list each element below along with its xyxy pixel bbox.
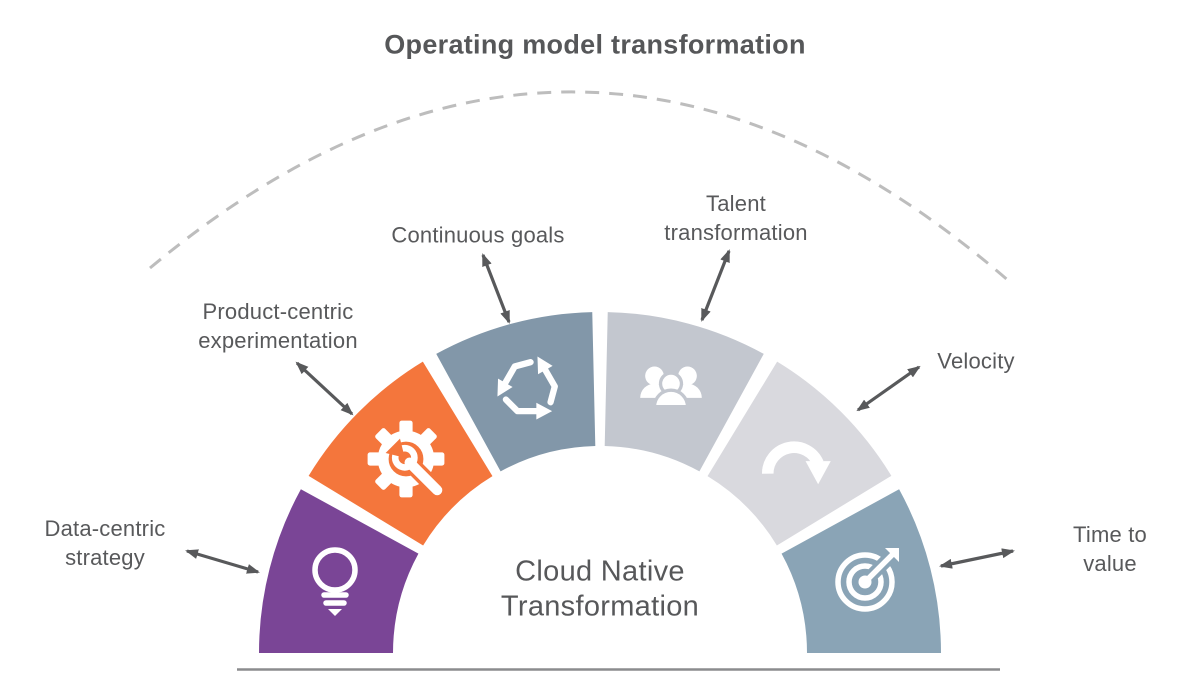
people-icon — [640, 366, 702, 409]
segment-time-to-value — [781, 489, 941, 653]
label-continuous-goals: Continuous goals — [391, 222, 565, 248]
connector-arrow-talent-transformation — [700, 249, 731, 322]
connector-arrow-product-centric-experimentation — [295, 361, 354, 416]
label-time-to-value: Time to value — [1073, 521, 1147, 576]
connector-arrow-continuous-goals — [481, 253, 511, 324]
dashed-arc — [149, 90, 1011, 284]
label-product-centric-experimentation: Product-centric experimentation — [198, 298, 358, 353]
center-label: Cloud Native Transformation — [500, 555, 700, 623]
label-velocity: Velocity — [937, 348, 1015, 374]
diagram-title: Operating model transformation — [384, 29, 806, 60]
connector-arrow-velocity — [856, 365, 921, 412]
rotate-arrow-icon — [761, 441, 831, 485]
gear-wrench-icon — [367, 420, 447, 500]
label-data-centric-strategy: Data-centric strategy — [44, 515, 166, 570]
connector-arrow-time-to-value — [939, 548, 1015, 569]
connector-arrow-data-centric-strategy — [185, 549, 260, 574]
recycle-icon — [497, 356, 558, 420]
segment-continuous-goals — [436, 312, 596, 472]
segment-data-centric-strategy — [258, 489, 419, 653]
icons-group — [312, 356, 902, 616]
lightbulb-icon — [312, 547, 358, 616]
label-talent-transformation: Talent transformation — [664, 190, 808, 245]
connector-arrows-group — [185, 249, 1015, 574]
target-icon — [835, 545, 902, 612]
